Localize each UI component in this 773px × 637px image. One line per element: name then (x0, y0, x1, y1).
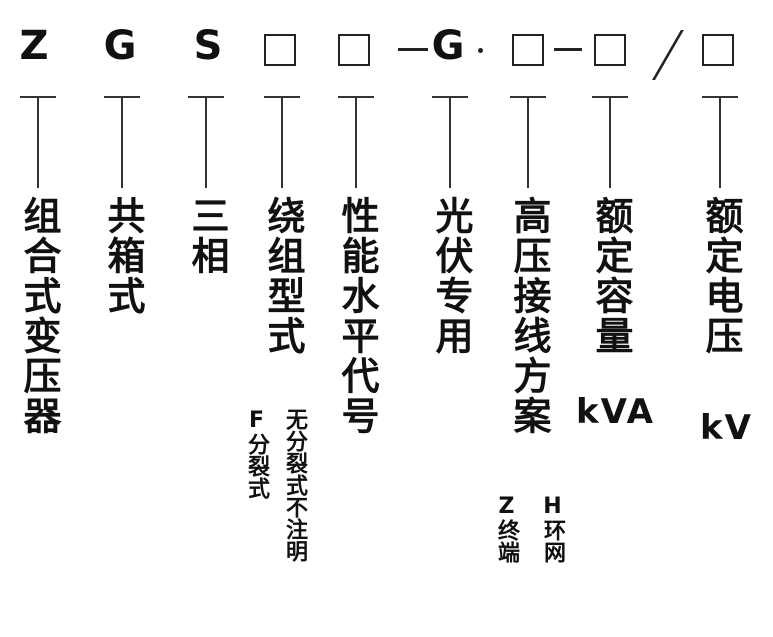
label-performance-code: 性能水平代号 (335, 196, 379, 436)
label-rated-voltage: 额定电压 (699, 196, 743, 356)
label-pv-dedicated: 光伏专用 (429, 196, 473, 356)
label-rated-voltage-unit: kV (700, 408, 753, 448)
label-hv-wiring-scheme: 高压接线方案 (507, 196, 551, 436)
connector-stem-3 (205, 96, 207, 188)
label-combined-transformer: 组合式变压器 (17, 196, 61, 436)
code-letter-g-pv: G (431, 23, 465, 69)
code-letter-z: Z (19, 23, 49, 69)
code-letter-s: S (193, 23, 223, 69)
connector-stem-7 (527, 96, 529, 188)
label-winding-type: 绕组型式 (261, 196, 305, 356)
note-hv-ring: H环网 (540, 494, 565, 563)
placeholder-box-hv-scheme (512, 34, 544, 66)
label-three-phase: 三相 (185, 196, 229, 276)
connector-stem-1 (37, 96, 39, 188)
connector-stem-4 (281, 96, 283, 188)
connector-stem-9 (719, 96, 721, 188)
placeholder-box-voltage (702, 34, 734, 66)
note-winding-split: F分裂式 (244, 408, 269, 499)
label-rated-capacity-unit: kVA (576, 392, 655, 432)
label-common-tank: 共箱式 (101, 196, 145, 316)
separator-dash-1 (398, 48, 428, 51)
placeholder-box-capacity (594, 34, 626, 66)
code-letter-g: G (103, 23, 137, 69)
placeholder-box-winding (264, 34, 296, 66)
placeholder-box-performance (338, 34, 370, 66)
label-rated-capacity: 额定容量 (589, 196, 633, 356)
connector-stem-5 (355, 96, 357, 188)
connector-stem-6 (449, 96, 451, 188)
connector-stem-8 (609, 96, 611, 188)
separator-slash (652, 30, 684, 80)
connector-stem-2 (121, 96, 123, 188)
separator-dot (478, 48, 483, 53)
separator-dash-2 (554, 48, 582, 51)
note-hv-terminal: Z终端 (494, 494, 519, 563)
note-winding-no-split: 无分裂式不注明 (282, 408, 307, 562)
